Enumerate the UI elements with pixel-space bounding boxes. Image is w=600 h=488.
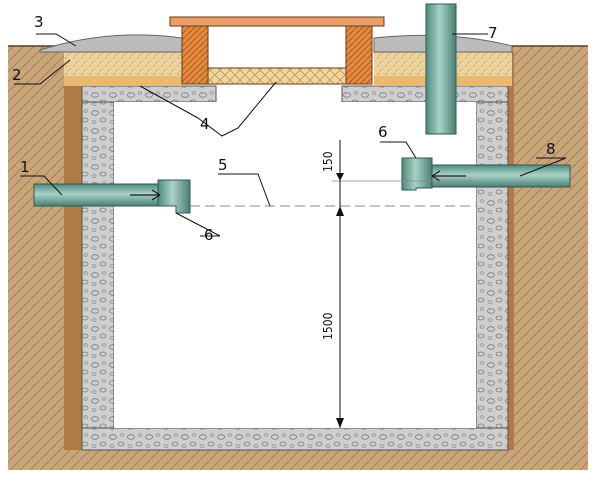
label-3: 3 <box>34 13 44 31</box>
leader-lines <box>14 33 567 237</box>
label-7: 7 <box>488 24 498 42</box>
pit-interior <box>114 102 476 428</box>
clay-castle-layer <box>64 52 514 450</box>
dimension-1500-label: 1500 <box>321 312 335 340</box>
label-4: 4 <box>200 115 210 133</box>
dimension-150-label: 150 <box>321 151 335 172</box>
outlet-pipe <box>401 157 571 191</box>
inlet-pipe <box>33 179 191 214</box>
label-5: 5 <box>218 156 228 174</box>
dimension-1500 <box>336 206 344 428</box>
sand-insulation-layer <box>64 52 512 86</box>
vent-pipe <box>425 3 457 135</box>
wooden-hatch <box>169 16 385 85</box>
soil-layer <box>8 45 588 470</box>
label-8: 8 <box>546 140 556 158</box>
label-6-outlet: 6 <box>378 123 388 141</box>
label-6-inlet: 6 <box>204 226 214 244</box>
label-1: 1 <box>20 158 30 176</box>
label-2: 2 <box>12 66 22 84</box>
